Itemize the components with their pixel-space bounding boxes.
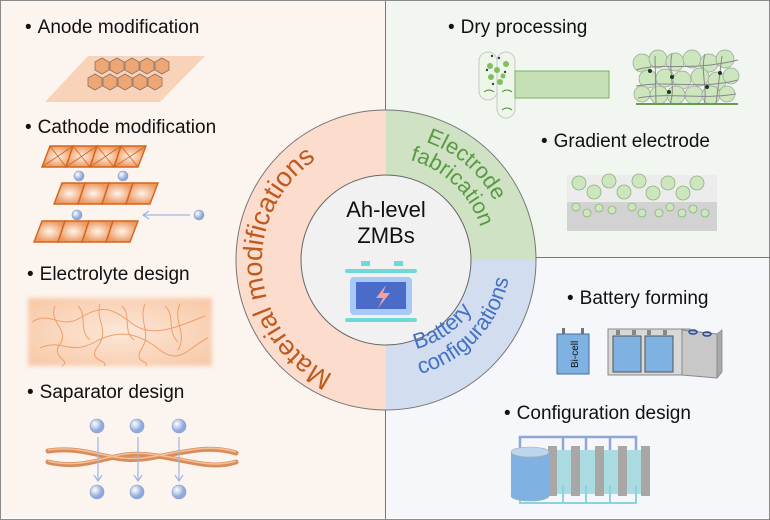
battery-forming-label: •Battery forming bbox=[567, 288, 709, 309]
electrolyte-design-label: •Electrolyte design bbox=[27, 264, 190, 285]
gradient-electrode-label: •Gradient electrode bbox=[541, 131, 710, 152]
dry-processing-label: •Dry processing bbox=[448, 17, 588, 38]
cathode-modification-label: •Cathode modification bbox=[25, 117, 217, 138]
center-disc bbox=[300, 174, 472, 346]
horizontal-divider bbox=[385, 257, 770, 258]
bi-cell-label: Bi-cell bbox=[570, 341, 581, 368]
battery-charge-icon bbox=[345, 261, 417, 322]
anode-modification-label: •Anode modification bbox=[25, 17, 200, 38]
configuration-design-label: •Configuration design bbox=[504, 403, 691, 424]
separator-design-label: •Saparator design bbox=[27, 382, 185, 403]
